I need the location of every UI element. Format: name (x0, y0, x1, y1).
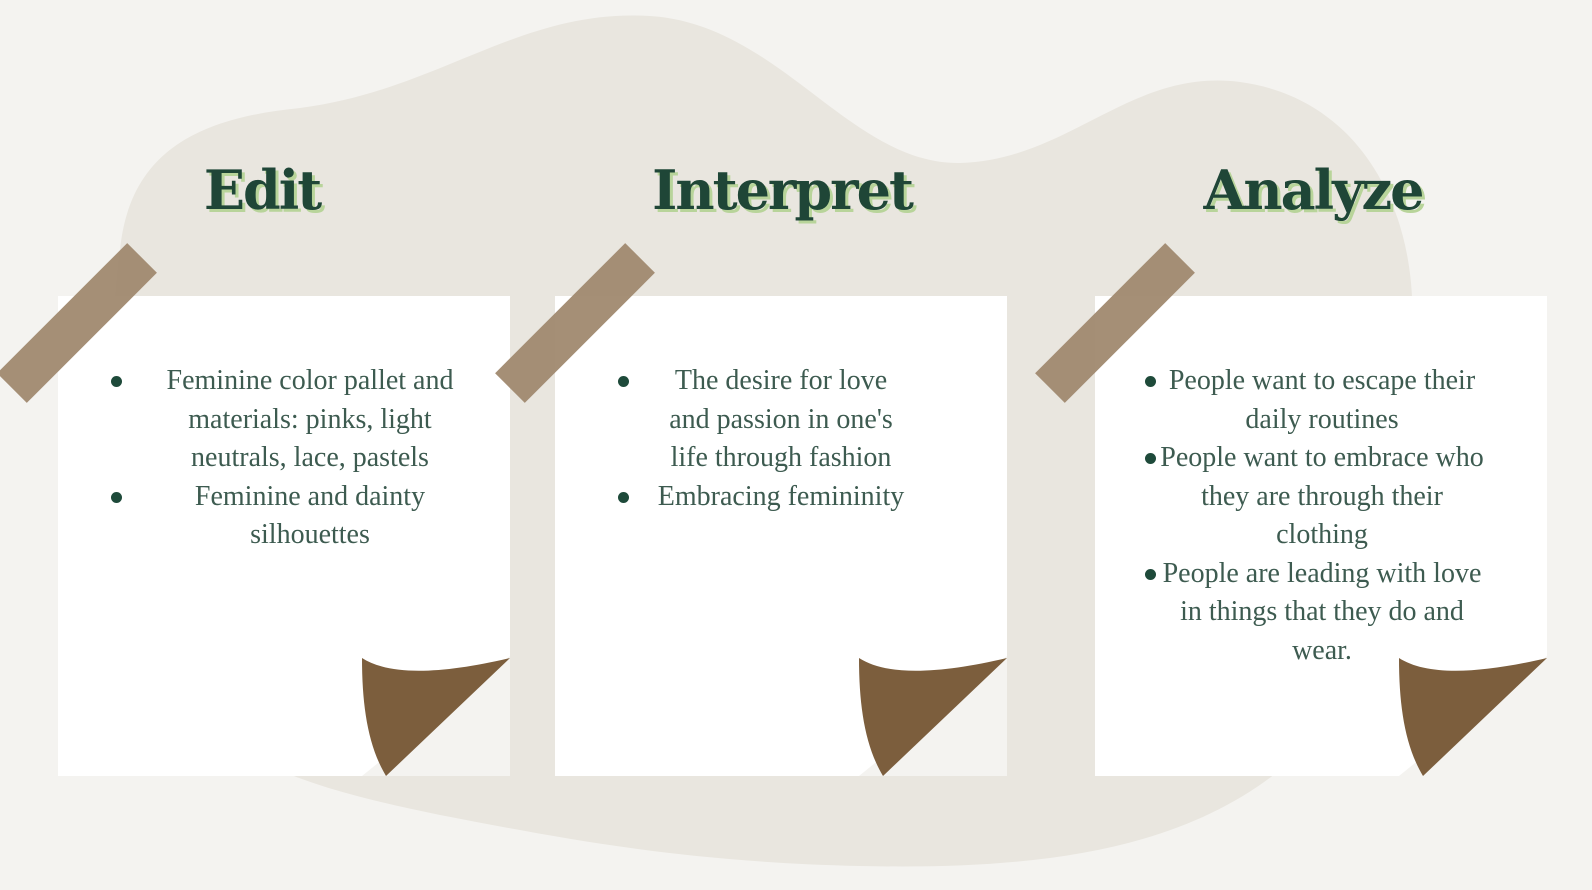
note-card-analyze: People want to escape their daily routin… (1095, 296, 1547, 776)
bullet-list: Feminine color pallet and materials: pin… (58, 362, 510, 555)
bullet-icon (1145, 568, 1156, 580)
list-item: Feminine color pallet and materials: pin… (111, 362, 472, 478)
bullet-text: The desire for love and passion in one's… (669, 365, 893, 473)
bullet-icon (618, 491, 629, 503)
bullet-icon (618, 376, 629, 387)
note-card-interpret: The desire for love and passion in one's… (555, 296, 1007, 776)
page-curl (362, 656, 510, 776)
note-card-edit: Feminine color pallet and materials: pin… (58, 296, 510, 776)
list-item: People want to escape their daily routin… (1145, 362, 1489, 439)
list-item: The desire for love and passion in one's… (618, 362, 907, 478)
bullet-text: Feminine color pallet and materials: pin… (166, 365, 454, 473)
bullet-icon (111, 491, 122, 503)
bullet-text: Embracing femininity (657, 480, 905, 512)
heading-edit: Edit (203, 158, 322, 222)
bullet-text: People are leading with love in things t… (1162, 557, 1482, 666)
list-item: People are leading with love in things t… (1145, 555, 1489, 671)
list-item: Embracing femininity (618, 478, 907, 517)
bullet-list: People want to escape their daily routin… (1095, 362, 1547, 670)
bullet-icon (1145, 453, 1156, 464)
bullet-text: Feminine and dainty silhouettes (194, 480, 426, 551)
page-curl (859, 656, 1007, 776)
bullet-text: People want to embrace who they are thro… (1160, 442, 1484, 550)
bullet-list: The desire for love and passion in one's… (555, 362, 1007, 516)
bullet-text: People want to escape their daily routin… (1168, 365, 1476, 435)
heading-interpret: Interpret (652, 158, 914, 222)
list-item: Feminine and dainty silhouettes (111, 478, 472, 555)
page-curl (1399, 656, 1547, 776)
bullet-icon (111, 376, 122, 387)
heading-analyze: Analyze (1203, 158, 1424, 222)
bullet-icon (1145, 376, 1156, 387)
list-item: People want to embrace who they are thro… (1145, 439, 1489, 555)
